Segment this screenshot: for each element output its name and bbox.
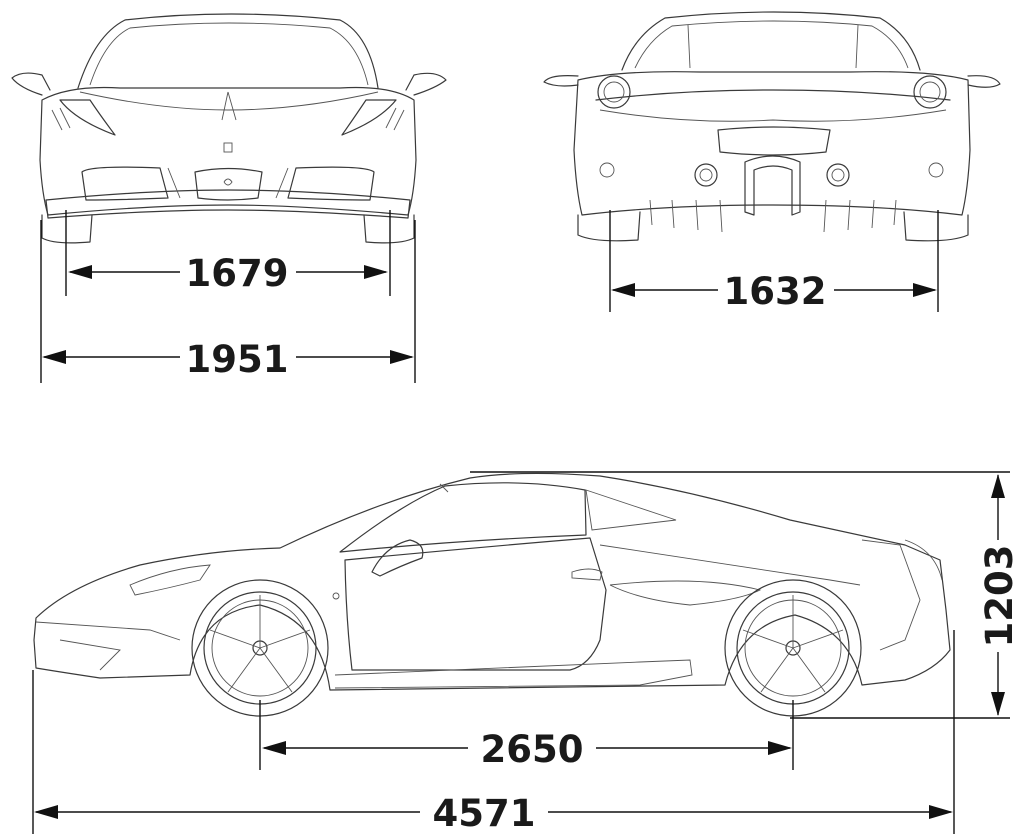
front-track-label: 1679 xyxy=(186,252,289,295)
height-label: 1203 xyxy=(978,545,1021,648)
rear-track-label: 1632 xyxy=(724,270,827,313)
rear-view xyxy=(543,11,1001,312)
dimension-front-track: 1679 xyxy=(68,252,388,295)
overall-length-label: 4571 xyxy=(433,792,536,835)
dimension-overall-width: 1951 xyxy=(42,338,414,381)
dimension-overall-length: 4571 xyxy=(34,792,953,835)
dimension-rear-track: 1632 xyxy=(611,270,937,313)
front-view xyxy=(11,13,447,383)
wheelbase-label: 2650 xyxy=(481,728,584,771)
overall-width-label: 1951 xyxy=(186,338,289,381)
dimension-height: 1203 xyxy=(978,474,1021,716)
dimension-wheelbase: 2650 xyxy=(262,728,792,771)
side-view xyxy=(32,471,1010,834)
